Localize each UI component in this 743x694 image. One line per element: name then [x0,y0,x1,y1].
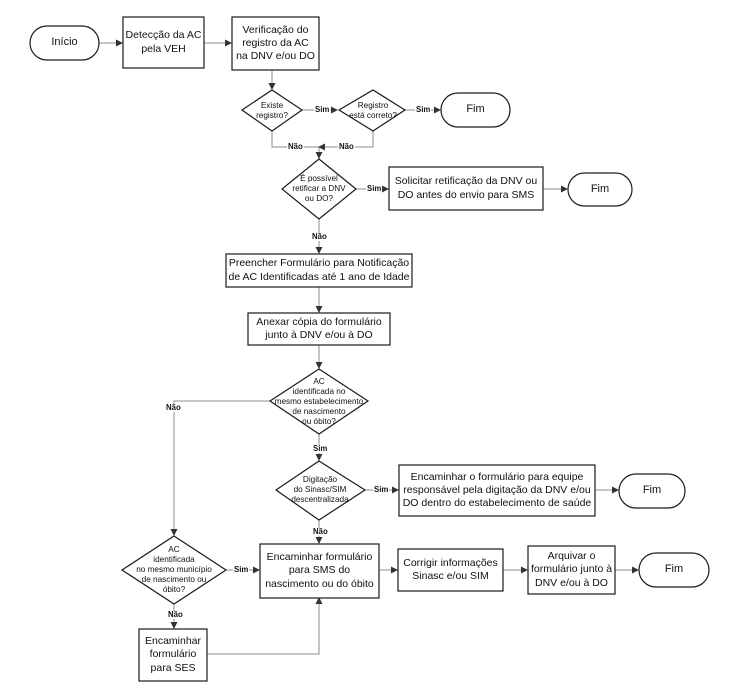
edge-label-possivel-nao: Não [311,232,328,241]
verificacao-label: Verificação do registro da AC na DNV e/o… [236,23,315,63]
registro-correto-label: Registro está correto? [349,101,397,120]
edge-label-mun-sim: Sim [233,565,250,574]
fim-2-label: Fim [590,182,610,195]
terminal-fim-1 [440,92,511,128]
edge-label-digitacao-sim: Sim [373,485,390,494]
decision-digitacao-descentralizada [274,460,367,521]
mesmo-municipio-label: AC identificada no mesmo município de na… [136,545,212,594]
corrigir-informacoes-label: Corrigir informações Sinasc e/ou SIM [403,556,498,582]
fim-3-label: Fim [642,484,662,497]
box-encaminhar-sms [259,543,380,599]
decision-registro-correto [337,89,407,132]
edge-label-estab-sim: Sim [312,444,329,453]
encaminhar-sms-label: Encaminhar formulário para SMS do nascim… [265,551,374,590]
solicitar-retificacao-label: Solicitar retificação da DNV ou DO antes… [394,175,538,201]
encaminhar-ses-label: Encaminhar formulário para SES [144,635,202,674]
inicio-label: Início [51,36,78,49]
edge-label-digitacao-nao: Não [312,527,329,536]
box-arquivar-formulario [527,545,616,595]
edge-label-existe-sim: Sim [314,105,331,114]
arquivar-formulario-label: Arquivar o formulário junto à DNV e/ou à… [530,550,613,589]
edge-estab-nao [170,400,270,536]
decision-mesmo-estabelecimento [268,368,370,435]
terminal-inicio [29,25,100,61]
encaminhar-equipe-label: Encaminhar o formulário para equipe resp… [402,470,592,510]
edge-label-existe-nao: Não [287,142,304,151]
box-anexar-copia [247,312,391,346]
digitacao-label: Digitação do Sinasc/SIM descentralizada [291,475,349,504]
possivel-retificar-label: É possível retificar a DNV ou DO? [292,174,346,203]
anexar-copia-label: Anexar cópia do formulário junto à DNV e… [256,315,382,341]
edge-label-possivel-sim: Sim [366,184,383,193]
box-verificacao [231,16,320,71]
terminal-fim-2 [567,172,633,207]
box-encaminhar-equipe [398,464,596,517]
fim-1-label: Fim [466,103,485,116]
terminal-fim-3 [618,473,686,509]
deteccao-label: Detecção da AC pela VEH [125,29,202,55]
decision-possivel-retificar [281,158,357,220]
decision-mesmo-municipio [120,535,228,605]
edge-label-estab-nao: Não [165,403,182,412]
terminal-fim-4 [638,552,710,588]
decision-existe-registro [240,89,304,132]
box-preencher-formulario [225,253,413,288]
fim-4-label: Fim [664,563,684,576]
edge-ses-sms [207,597,323,655]
box-solicitar-retificacao [388,166,544,211]
box-deteccao [122,16,205,69]
preencher-formulario-label: Preencher Formulário para Notificação de… [228,257,410,283]
box-encaminhar-ses [138,628,208,682]
edge-label-correto-nao: Não [338,142,355,151]
mesmo-estabelecimento-label: AC identificada no mesmo estabelecimento… [274,377,364,426]
box-corrigir-informacoes [397,548,504,592]
edge-label-mun-nao: Não [167,610,184,619]
edge-label-correto-sim: Sim [415,105,432,114]
existe-registro-label: Existe registro? [256,101,288,120]
edge-correto-nao [318,131,374,151]
